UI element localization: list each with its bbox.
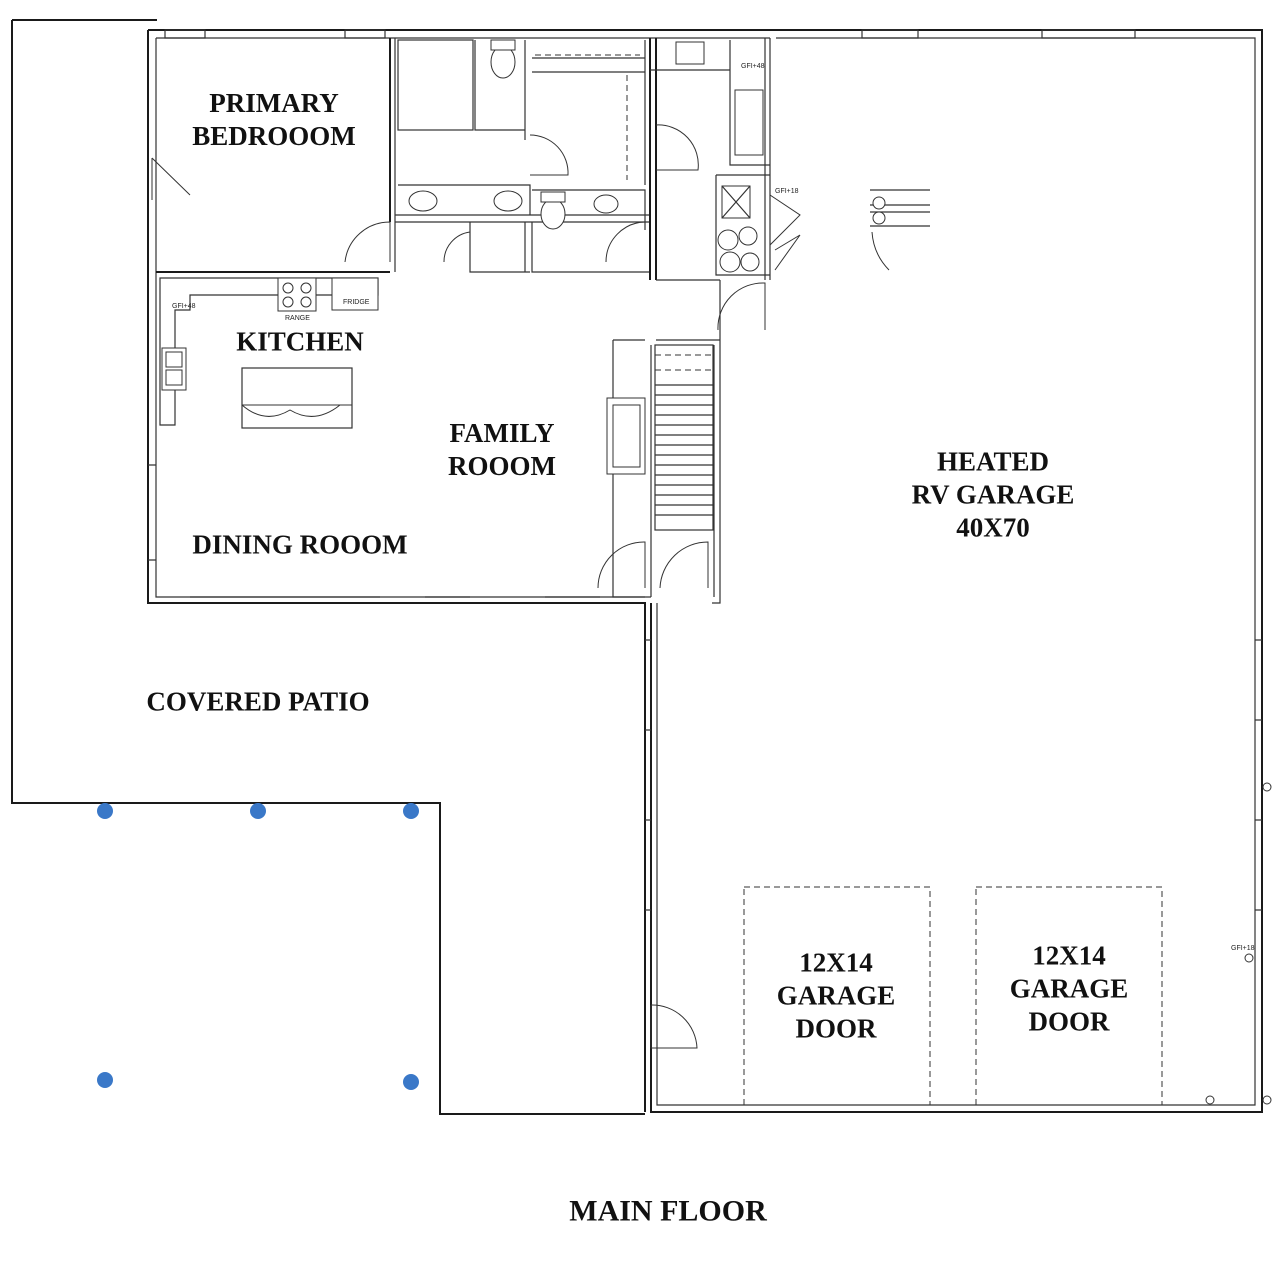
label-covered-patio: COVERED PATIO — [146, 686, 370, 717]
garage-fixtures: GFI+18 — [870, 189, 1272, 1105]
door-swings — [151, 124, 890, 1049]
garage-walls — [645, 29, 1263, 1113]
stairs — [654, 344, 714, 531]
garage-door-outlines — [743, 886, 1163, 1106]
label-garage-door-1: 12X14 GARAGE DOOR — [776, 947, 896, 1044]
label-dining-room: DINING ROOOM — [192, 529, 408, 560]
kitchen-fixtures: RANGE FRIDGE GFI+48 — [159, 277, 379, 429]
drawing-title: MAIN FLOOR — [569, 1194, 767, 1228]
patio-outline — [11, 19, 645, 1115]
label-family-room: FAMILY ROOOM — [448, 418, 556, 481]
gfi-note-mud: GFI+18 — [775, 188, 799, 195]
patio-posts — [97, 803, 419, 1090]
patio-post — [97, 1072, 113, 1088]
patio-post — [250, 803, 266, 819]
patio-post — [403, 1074, 419, 1090]
interior-walls — [156, 38, 771, 604]
patio-post — [97, 803, 113, 819]
label-primary-bedroom: PRIMARY BEDROOOM — [192, 88, 356, 151]
gfi-note-laundry: GFI+48 — [741, 63, 765, 70]
gfi-note-garage: GFI+18 — [1231, 945, 1255, 952]
label-garage-door-2: 12X14 GARAGE DOOR — [1009, 940, 1129, 1037]
label-kitchen: KITCHEN — [236, 326, 364, 357]
patio-post — [403, 803, 419, 819]
gfi-note-kitchen: GFI+48 — [172, 303, 196, 310]
bath-fixtures: GFI+48 GFI+18 — [408, 39, 799, 273]
label-rv-garage: HEATED RV GARAGE 40X70 — [911, 446, 1075, 543]
fridge-note: FRIDGE — [343, 299, 370, 306]
house-walls — [147, 29, 770, 1112]
range-note: RANGE — [285, 315, 310, 322]
